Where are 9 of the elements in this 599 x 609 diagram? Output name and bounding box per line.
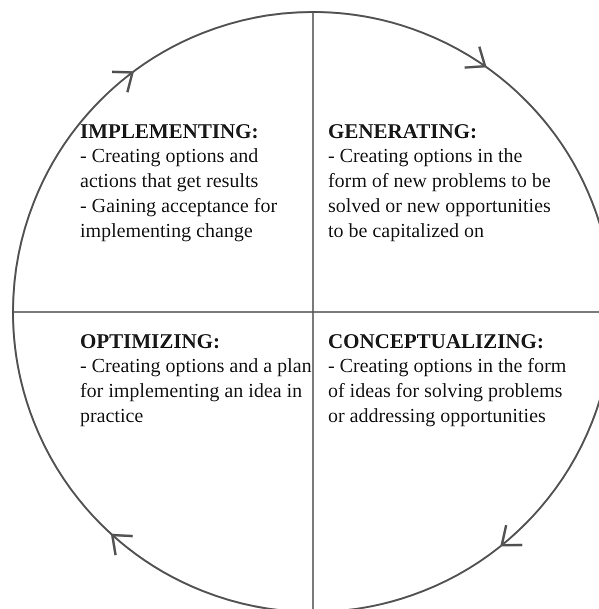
quadrant-description: - Creating options and a plan for implementing an idea in practice bbox=[80, 354, 312, 429]
quadrant-heading: GENERATING: bbox=[328, 118, 478, 144]
quadrant-heading: OPTIMIZING: bbox=[80, 328, 222, 354]
quadrant-description: - Gaining acceptance for implementing change bbox=[80, 194, 278, 244]
quadrant-description: - Creating options in the form of ideas for solving problems or addressing opportunities bbox=[328, 354, 568, 429]
quadrant-heading: IMPLEMENTING: bbox=[80, 118, 260, 144]
quadrant-description: - Creating options and actions that get results bbox=[80, 144, 260, 194]
quadrant-heading: CONCEPTUALIZING: bbox=[328, 328, 545, 354]
quadrant-description: - Creating options in the form of new problems to be solved or new opportunities to be capitalized on bbox=[328, 144, 552, 244]
